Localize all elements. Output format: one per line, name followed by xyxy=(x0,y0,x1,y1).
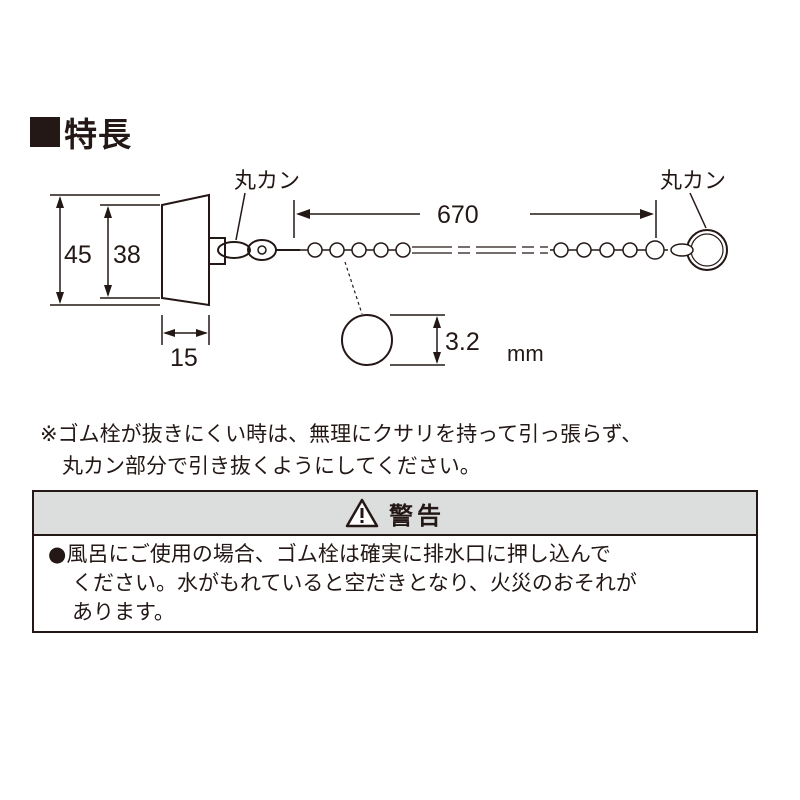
warning-triangle-icon xyxy=(345,498,379,528)
warning-body: ●風呂にご使用の場合、ゴム栓は確実に排水口に押し込んで ください。水がもれている… xyxy=(34,536,756,627)
warning-line-2: ください。水がもれていると空だきとなり、火災のおそれが xyxy=(72,571,637,595)
heading-title: 特長 xyxy=(64,115,132,154)
dim-height: 15 xyxy=(170,344,198,372)
dim-ball: 3.2 xyxy=(445,328,480,356)
ball-chain xyxy=(300,240,668,260)
dim-unit: mm xyxy=(507,341,544,366)
warning-title: 警告 xyxy=(389,501,445,530)
ring-label-left: 丸カン xyxy=(234,169,300,194)
section-heading: 特長 xyxy=(30,108,132,156)
product-diagram: 45 38 15 丸カン 丸カン 670 xyxy=(50,169,728,372)
warning-header: 警告 xyxy=(34,492,756,536)
ball-detail xyxy=(341,314,393,366)
usage-note: ※ゴム栓が抜きにくい時は、無理にクサリを持って引っ張らず、 丸カン部分で引き抜く… xyxy=(40,418,780,482)
dim-outer-diameter: 45 xyxy=(64,241,92,269)
ring-label-right: 丸カン xyxy=(660,169,726,194)
dim-chain-length: 670 xyxy=(437,201,479,229)
warning-line-1: ●風呂にご使用の場合、ゴム栓は確実に排水口に押し込んで xyxy=(48,542,611,566)
rubber-stopper xyxy=(161,193,210,307)
note-line-1: ※ゴム栓が抜きにくい時は、無理にクサリを持って引っ張らず、 xyxy=(40,422,643,446)
warning-line-3: あります。 xyxy=(72,600,175,624)
small-ring-left xyxy=(217,241,251,259)
stopper-fitting xyxy=(208,237,226,265)
dim-inner-diameter: 38 xyxy=(113,241,141,269)
square-marker-icon xyxy=(30,117,60,147)
warning-box: 警告 ●風呂にご使用の場合、ゴム栓は確実に排水口に押し込んで ください。水がもれ… xyxy=(32,490,758,633)
note-line-2: 丸カン部分で引き抜くようにしてください。 xyxy=(62,454,481,478)
